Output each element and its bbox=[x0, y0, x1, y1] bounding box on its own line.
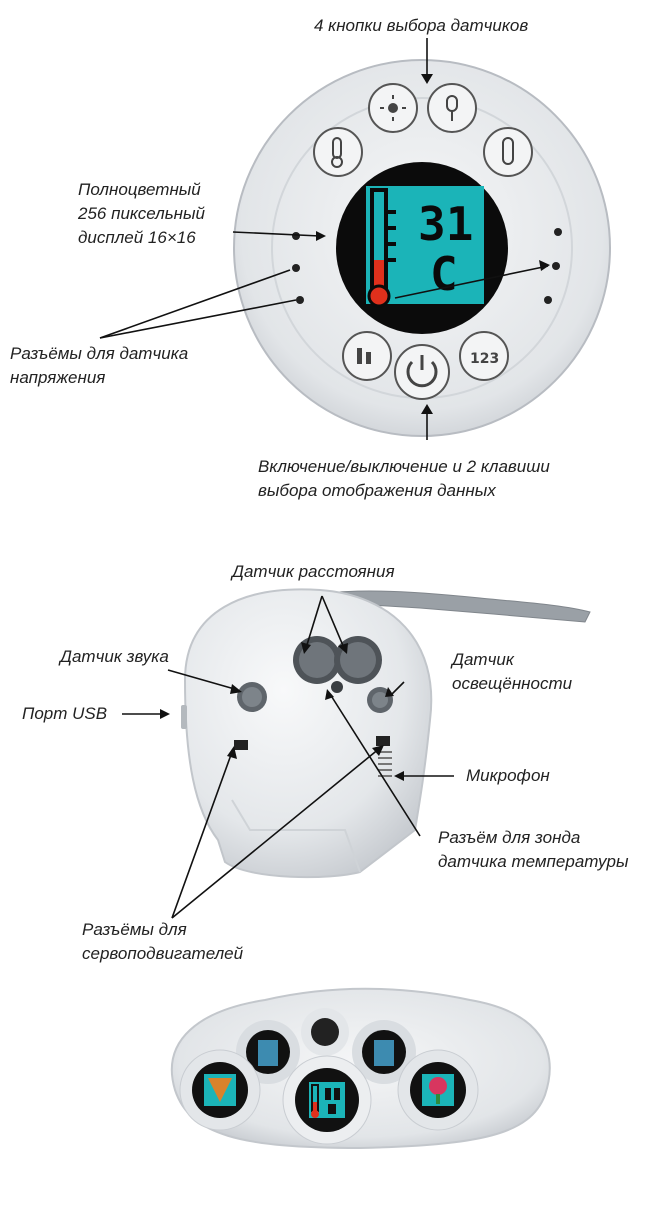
label-sound-sensor: Датчик звука bbox=[60, 645, 169, 669]
display-unit: C bbox=[430, 247, 458, 301]
number-mode-icon[interactable]: 123 bbox=[460, 332, 508, 380]
label-temp-line-1: Разъём для зонда bbox=[438, 826, 629, 850]
label-temp-line-2: датчика температуры bbox=[438, 850, 629, 874]
label-voltage-line-1: Разъёмы для датчика bbox=[10, 342, 188, 366]
label-servo-line-2: сервоподвигателей bbox=[82, 942, 243, 966]
device-group bbox=[172, 989, 550, 1148]
label-temp-probe: Разъём для зонда датчика температуры bbox=[438, 826, 629, 874]
display-digits: 31 bbox=[418, 197, 473, 251]
sound-icon[interactable] bbox=[428, 84, 476, 132]
label-light-line-2: освещённости bbox=[452, 672, 572, 696]
label-sensor-buttons: 4 кнопки выбора датчиков bbox=[314, 14, 528, 38]
thermometer-icon[interactable] bbox=[314, 128, 362, 176]
power-icon[interactable] bbox=[395, 345, 449, 399]
light-icon[interactable] bbox=[369, 84, 417, 132]
label-display-line-1: Полноцветный bbox=[78, 178, 205, 202]
label-servo-sockets: Разъёмы для сервоподвигателей bbox=[82, 918, 243, 966]
bar-mode-icon[interactable] bbox=[343, 332, 391, 380]
label-display-line-3: дисплей 16×16 bbox=[78, 226, 205, 250]
svg-text:123: 123 bbox=[470, 351, 499, 367]
label-servo-line-1: Разъёмы для bbox=[82, 918, 243, 942]
label-voltage-sockets: Разъёмы для датчика напряжения bbox=[10, 342, 188, 390]
front-view-device: 31 C bbox=[234, 60, 610, 436]
label-display: Полноцветный 256 пиксельный дисплей 16×1… bbox=[78, 178, 205, 250]
label-power-line-1: Включение/выключение и 2 клавиши bbox=[258, 455, 550, 479]
label-power-keys: Включение/выключение и 2 клавиши выбора … bbox=[258, 455, 550, 503]
label-display-line-2: 256 пиксельный bbox=[78, 202, 205, 226]
label-microphone: Микрофон bbox=[466, 764, 550, 788]
label-light-line-1: Датчик bbox=[452, 648, 572, 672]
label-voltage-line-2: напряжения bbox=[10, 366, 188, 390]
label-usb-port: Порт USB bbox=[22, 702, 107, 726]
distance-icon[interactable] bbox=[484, 128, 532, 176]
label-power-line-2: выбора отображения данных bbox=[258, 479, 550, 503]
label-light-sensor: Датчик освещённости bbox=[452, 648, 572, 696]
label-distance-sensor: Датчик расстояния bbox=[232, 560, 395, 584]
display-screen: 31 C bbox=[336, 162, 508, 334]
